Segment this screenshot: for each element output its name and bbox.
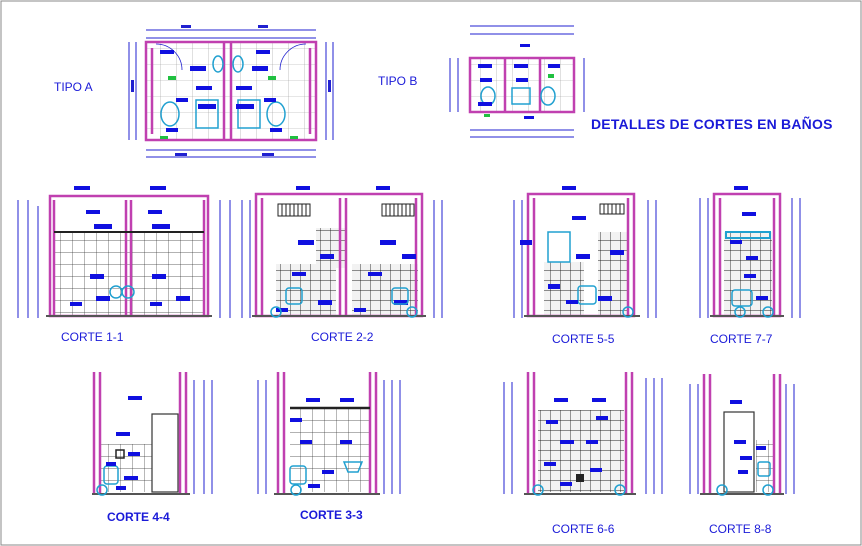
plan-label-tipo-a: TIPO A xyxy=(54,80,93,94)
section-2-2-drawing xyxy=(241,186,443,318)
section-label-3-3: CORTE 3-3 xyxy=(300,508,363,522)
plan-tipo-a xyxy=(128,25,334,158)
section-label-4-4: CORTE 4-4 xyxy=(107,510,170,524)
section-1-1-drawing xyxy=(17,186,231,318)
sheet-title: DETALLES DE CORTES EN BAÑOS xyxy=(591,116,833,132)
section-7-7-drawing xyxy=(699,186,801,318)
section-3-3-drawing xyxy=(257,372,401,496)
section-8-8-drawing xyxy=(689,374,795,496)
section-6-6-drawing xyxy=(503,372,663,496)
plan-label-tipo-b: TIPO B xyxy=(378,74,418,88)
section-label-8-8: CORTE 8-8 xyxy=(709,522,772,536)
plan-tipo-b xyxy=(449,25,585,138)
section-label-2-2: CORTE 2-2 xyxy=(311,330,374,344)
section-label-1-1: CORTE 1-1 xyxy=(61,330,124,344)
section-label-6-6: CORTE 6-6 xyxy=(552,522,615,536)
section-4-4-drawing xyxy=(92,372,213,496)
section-label-7-7: CORTE 7-7 xyxy=(710,332,773,346)
section-5-5-drawing xyxy=(513,186,657,318)
section-label-5-5: CORTE 5-5 xyxy=(552,332,615,346)
